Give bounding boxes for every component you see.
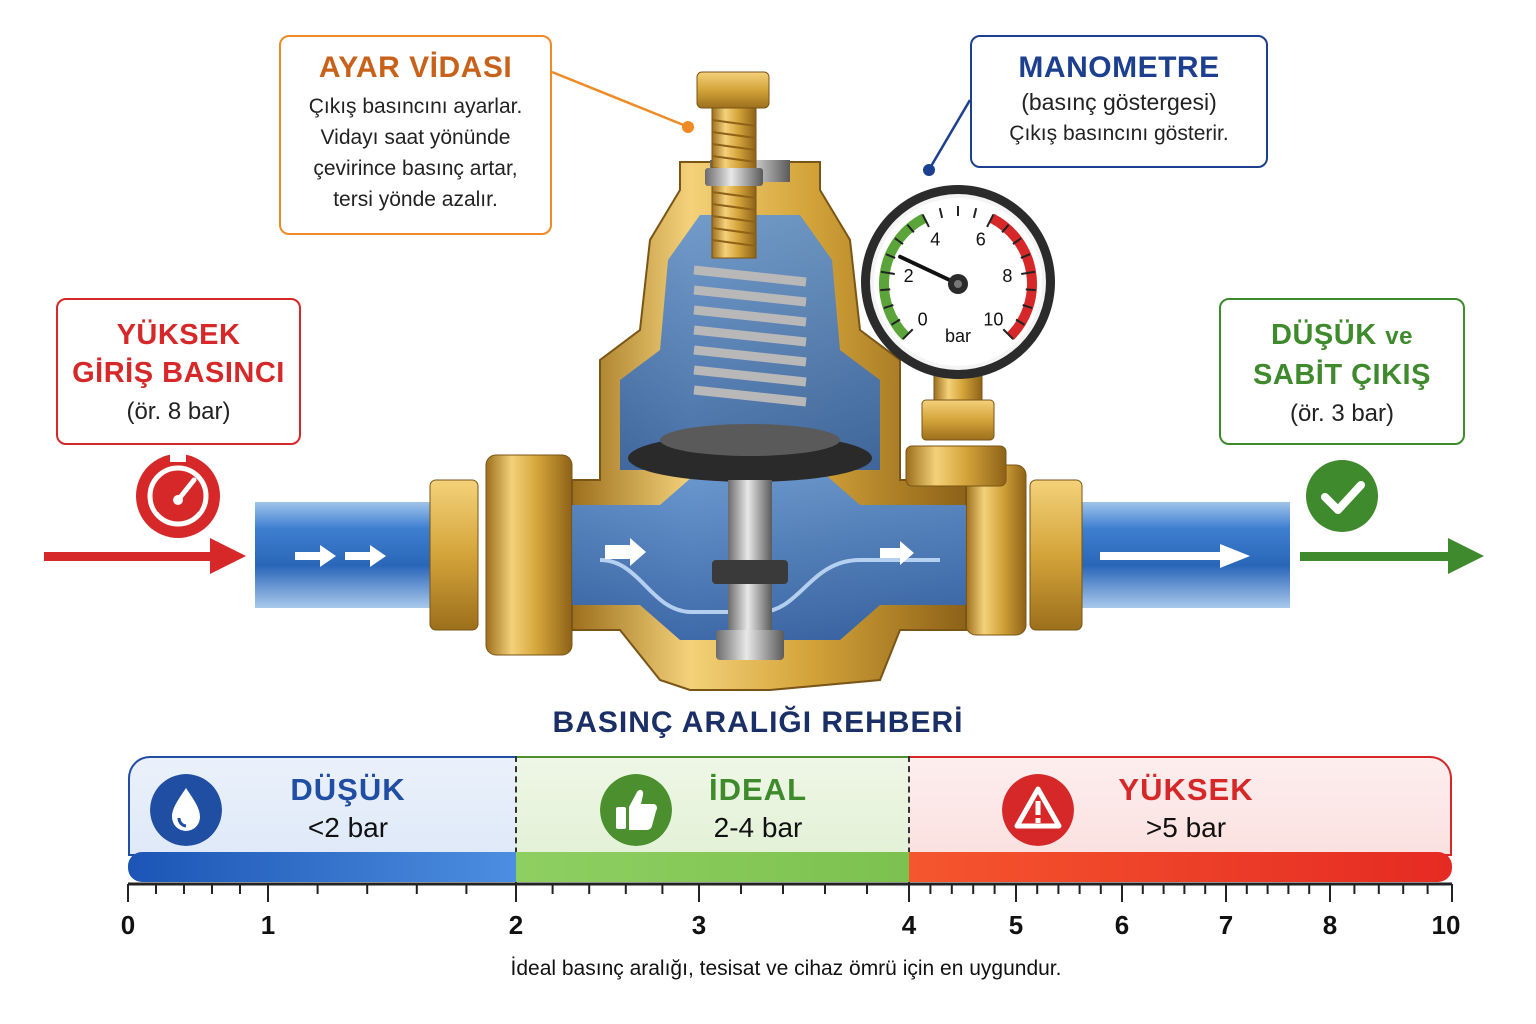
inlet-arrow (44, 538, 246, 574)
gauge-tick (883, 304, 894, 310)
spring-chamber (620, 215, 880, 470)
axis-label: 2 (508, 910, 524, 940)
gauge-tick-label: 2 (904, 266, 914, 286)
screw-line: Çıkış basıncını ayarlar. (308, 95, 523, 118)
zone-high (909, 756, 1452, 856)
axis-label: 10 (1431, 910, 1461, 940)
gauge-tick (1015, 318, 1026, 326)
gauge-tick (1021, 270, 1036, 275)
checkmark-icon (1306, 460, 1378, 532)
gauge-tick (1002, 328, 1014, 340)
pressure-guide-title: BASINÇ ARALIĞI REHBERİ (552, 706, 964, 739)
gauge-tick (921, 214, 930, 228)
gauge-tick (1022, 304, 1033, 310)
gauge-tick (906, 224, 915, 233)
gauge-tick (1012, 237, 1022, 245)
gauge-tick-label: 8 (1002, 266, 1012, 286)
inlet-pressure-callout: YÜKSEK GİRİŞ BASINCI (ör. 8 bar) (56, 298, 301, 445)
gauge-tick (1001, 224, 1010, 233)
pressure-gauge: 0 24 68 10 bar (861, 185, 1055, 379)
zone-low-range: <2 bar (307, 812, 389, 843)
water-drop-icon (150, 774, 222, 846)
inlet-union-body (485, 454, 573, 656)
outlet-union-nut (1029, 479, 1083, 631)
zone-low-name: DÜŞÜK (290, 772, 406, 807)
gauge-tick (885, 253, 896, 259)
zone-high-name: YÜKSEK (1118, 772, 1254, 807)
outlet-title-suffix: ve (1385, 323, 1413, 350)
zone-ideal-range: 2-4 bar (713, 812, 803, 843)
axis-label: 7 (1218, 910, 1234, 940)
gauge-tick-label: 4 (930, 229, 940, 249)
screw-line: çevirince basınç artar, (313, 157, 518, 180)
gauge-description: Çıkış basıncını gösterir. (1009, 122, 1229, 145)
inlet-union-nut (429, 479, 479, 631)
speedometer-icon (136, 454, 220, 538)
axis-label: 6 (1114, 910, 1130, 940)
flow-arrows (295, 544, 1250, 568)
adjusting-screw-callout: AYAR VİDASI Çıkış basıncını ayarlar. Vid… (279, 35, 552, 235)
inlet-title-line: GİRİŞ BASINCI (72, 357, 285, 389)
warning-icon (1002, 774, 1074, 846)
outlet-arrow (1300, 538, 1484, 574)
outlet-pressure-callout: DÜŞÜK ve SABİT ÇIKIŞ (ör. 3 bar) (1219, 298, 1465, 445)
gauge-tick (972, 207, 978, 219)
pressure-axis: 0 1 2 3 4 5 6 7 8 10 (121, 880, 1460, 940)
gauge-tick (902, 328, 914, 340)
axis-label: 0 (120, 910, 136, 940)
gauge-tick-label: 10 (983, 309, 1003, 329)
zone-divider (515, 756, 517, 884)
axis-label: 4 (901, 910, 917, 940)
inlet-example: (ör. 8 bar) (126, 398, 231, 425)
outlet-title-word: DÜŞÜK (1271, 319, 1377, 351)
gauge-tick-label: 6 (976, 229, 986, 249)
screw-line: Vidayı saat yönünde (320, 126, 511, 149)
gauge-tick (1025, 288, 1036, 292)
outlet-example: (ör. 3 bar) (1289, 400, 1395, 427)
bar-ideal (516, 852, 909, 882)
thumbs-up-icon (600, 774, 672, 846)
gauge-callout: MANOMETRE (basınç göstergesi) Çıkış bası… (970, 35, 1268, 168)
axis-label: 3 (691, 910, 707, 940)
bar-high (909, 852, 1452, 882)
gauge-tick (894, 237, 904, 245)
gauge-unit: bar (945, 326, 971, 346)
gauge-tick (890, 318, 901, 326)
inlet-title-line: YÜKSEK (116, 319, 241, 351)
axis-label: 8 (1322, 910, 1338, 940)
outlet-title-line2: SABİT ÇIKIŞ (1253, 359, 1431, 391)
adjusting-screw (696, 71, 770, 259)
screw-line: tersi yönde azalır. (333, 188, 498, 211)
zone-high-range: >5 bar (1145, 812, 1227, 843)
gauge-tick-label: 0 (918, 309, 928, 329)
gauge-title: MANOMETRE (1018, 51, 1220, 84)
bar-low (128, 852, 516, 882)
gauge-tick (880, 288, 891, 292)
pressure-range-guide: DÜŞÜK <2 bar İDEAL 2-4 bar YÜKSEK >5 bar (128, 756, 1452, 884)
axis-label: 5 (1008, 910, 1024, 940)
axis-label: 1 (260, 910, 276, 940)
outlet-union-body (965, 464, 1027, 636)
pressure-regulator-illustration: 0 24 68 10 bar (44, 70, 1484, 691)
zone-divider (908, 756, 910, 884)
guide-footnote: İdeal basınç aralığı, tesisat ve cihaz ö… (510, 957, 1062, 980)
gauge-tick (880, 270, 895, 275)
gauge-tick (938, 207, 944, 219)
zone-ideal-name: İDEAL (709, 772, 807, 807)
zone-ideal (516, 756, 909, 856)
axis-line (127, 882, 1453, 902)
gauge-tick (986, 214, 995, 228)
gauge-tick (1020, 253, 1031, 259)
outlet-title-line1: DÜŞÜK ve (1221, 316, 1463, 356)
gauge-needle (898, 254, 960, 286)
gauge-subtitle: (basınç göstergesi) (1021, 89, 1217, 115)
adjusting-screw-title: AYAR VİDASI (318, 51, 513, 84)
